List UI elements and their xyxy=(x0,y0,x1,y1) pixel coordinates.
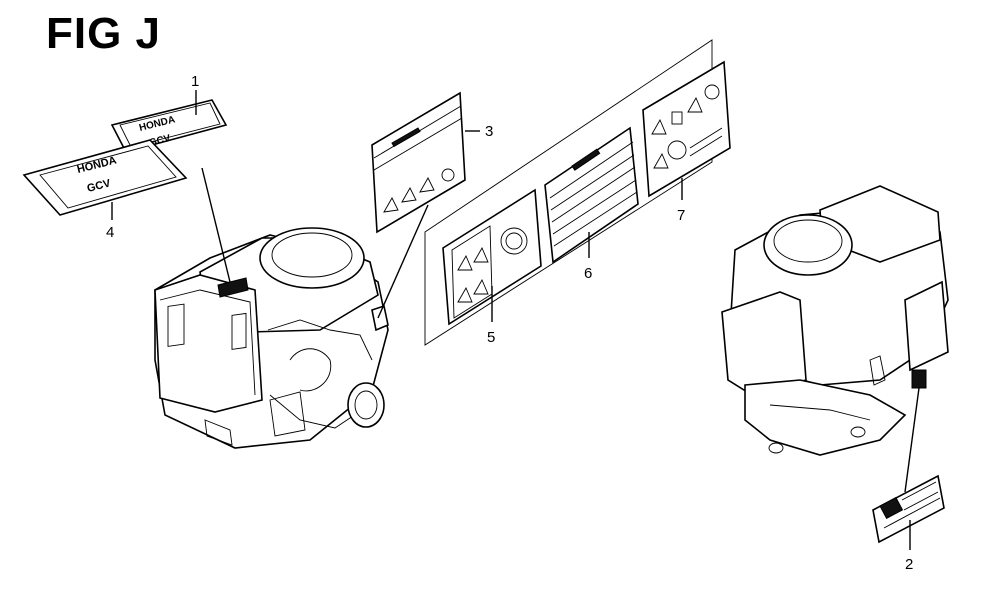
callout-7: 7 xyxy=(677,207,685,224)
decal-part-4: HONDA GCV xyxy=(22,139,188,216)
callout-4: 4 xyxy=(106,224,114,241)
warning-label-part-7 xyxy=(642,60,731,198)
callout-2: 2 xyxy=(905,556,913,573)
callout-numbers: 1 2 3 4 5 6 7 xyxy=(106,73,913,573)
callout-3: 3 xyxy=(485,123,493,140)
callout-6: 6 xyxy=(584,265,592,282)
leader-lines xyxy=(111,90,920,550)
callout-5: 5 xyxy=(487,329,495,346)
engine-right xyxy=(721,185,949,456)
model-label-part-2 xyxy=(872,474,945,544)
callout-1: 1 xyxy=(191,73,199,90)
warning-label-part-6 xyxy=(544,126,639,264)
figure-title: FIG J xyxy=(46,9,162,58)
warning-label-part-5 xyxy=(442,188,542,326)
decal-model-text: GCV xyxy=(86,177,113,195)
warning-label-part-3 xyxy=(371,91,466,234)
label-panel xyxy=(424,39,713,346)
engine-left xyxy=(154,227,389,449)
decal-part-1: HONDA GCV xyxy=(110,99,228,153)
